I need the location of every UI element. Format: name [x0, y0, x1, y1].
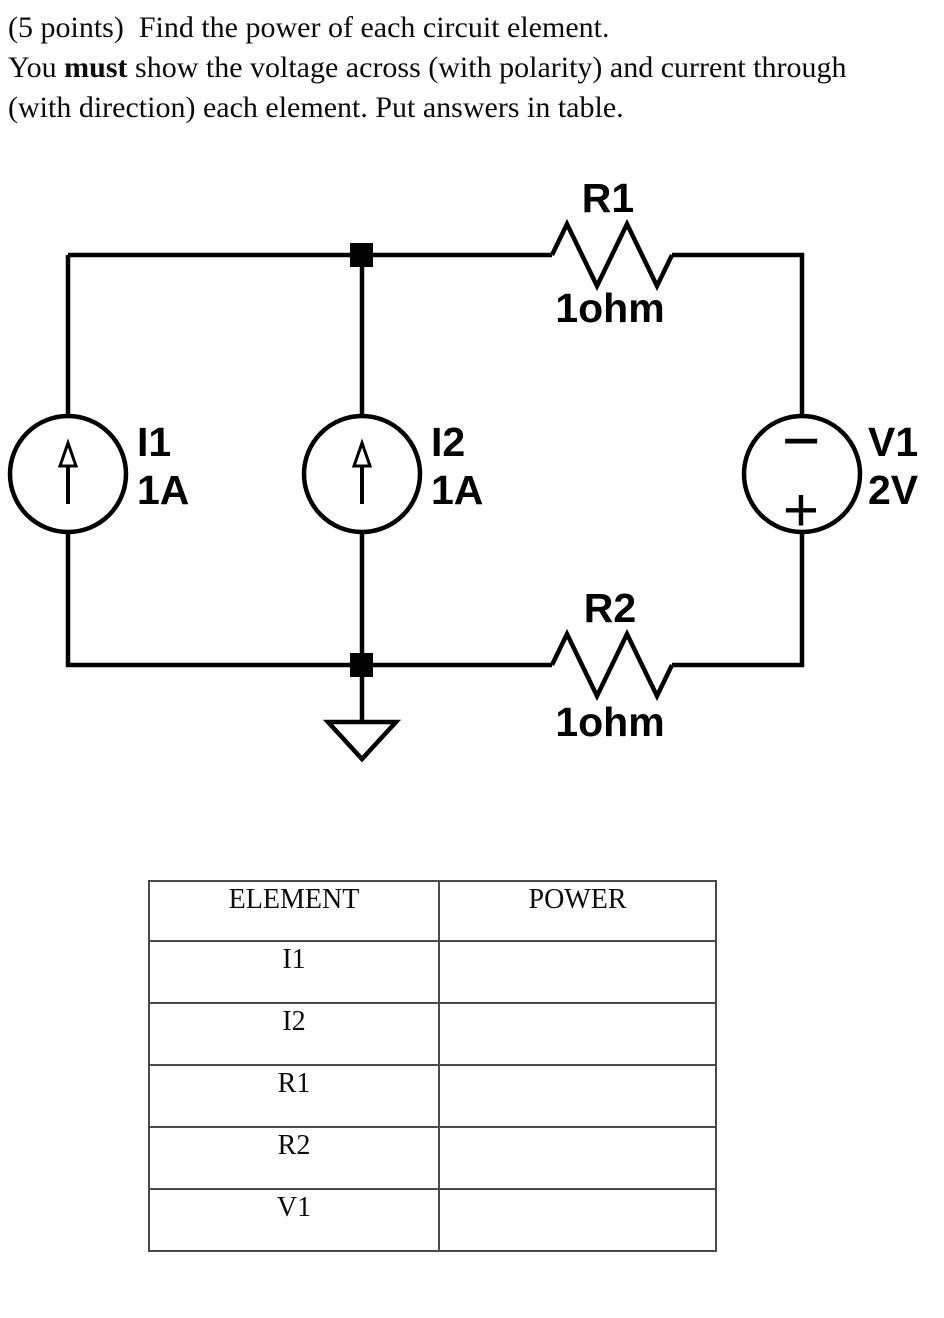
table-header-row: ELEMENT POWER [148, 880, 717, 942]
i2-name: I2 [431, 419, 466, 465]
prompt-line-2-pre: You [8, 51, 65, 84]
element-cell: R1 [148, 1064, 440, 1128]
current-arrow-icon [351, 438, 373, 504]
i1-value: 1A [137, 467, 190, 513]
wires [65, 252, 805, 723]
element-cell: R2 [148, 1126, 440, 1190]
v1-plus-sign: + [782, 476, 820, 545]
v1-value: 2V [868, 467, 919, 513]
r2-value: 1ohm [555, 699, 665, 745]
wire-bottom-right [672, 532, 805, 668]
answer-table: ELEMENT POWER I1 I2 R1 R2 V1 [148, 880, 717, 1252]
power-cell [438, 1188, 717, 1252]
wire-top-right [672, 252, 805, 416]
table-header-element: ELEMENT [148, 880, 440, 942]
resistor-r2-symbol [549, 628, 675, 702]
table-row: V1 [148, 1188, 717, 1252]
power-cell [438, 1126, 717, 1190]
power-cell [438, 1002, 717, 1066]
junction-node-top [350, 243, 373, 267]
prompt-line-3: (with direction) each element. Put answe… [8, 91, 624, 124]
table-row: I1 [148, 940, 717, 1004]
v1-minus-sign: − [781, 403, 821, 477]
element-cell: V1 [148, 1188, 440, 1252]
element-cell: I1 [148, 940, 440, 1004]
element-cell: I2 [148, 1002, 440, 1066]
i1-name: I1 [137, 419, 172, 465]
power-cell [438, 940, 717, 1004]
prompt-line-2: You must show the voltage across (with p… [8, 48, 847, 88]
current-arrow-icon [57, 438, 79, 504]
junction-node-bottom [350, 653, 373, 677]
wire-bottom-left [65, 532, 552, 668]
prompt-line-2-post: show the voltage across (with polarity) … [127, 51, 847, 84]
prompt-line-2-bold: must [64, 51, 128, 84]
power-cell [438, 1064, 717, 1128]
table-row: I2 [148, 1002, 717, 1066]
v1-label: V1 2V [868, 418, 918, 514]
i2-label: I2 1A [431, 418, 483, 514]
v1-name: V1 [868, 419, 919, 465]
r1-value: 1ohm [555, 285, 665, 331]
resistor-r1-symbol [549, 218, 675, 292]
ground-icon [322, 719, 402, 763]
i1-label: I1 1A [137, 418, 189, 514]
r1-name: R1 [581, 175, 635, 221]
table-header-power: POWER [438, 880, 717, 942]
i2-value: 1A [431, 467, 484, 513]
voltage-source-v1-symbol [741, 413, 863, 535]
prompt-line-1: (5 points) Find the power of each circui… [8, 11, 610, 44]
problem-statement: (5 points) Find the power of each circui… [8, 8, 847, 128]
table-row: R1 [148, 1064, 717, 1128]
r2-name: R2 [583, 585, 637, 631]
table-row: R2 [148, 1126, 717, 1190]
